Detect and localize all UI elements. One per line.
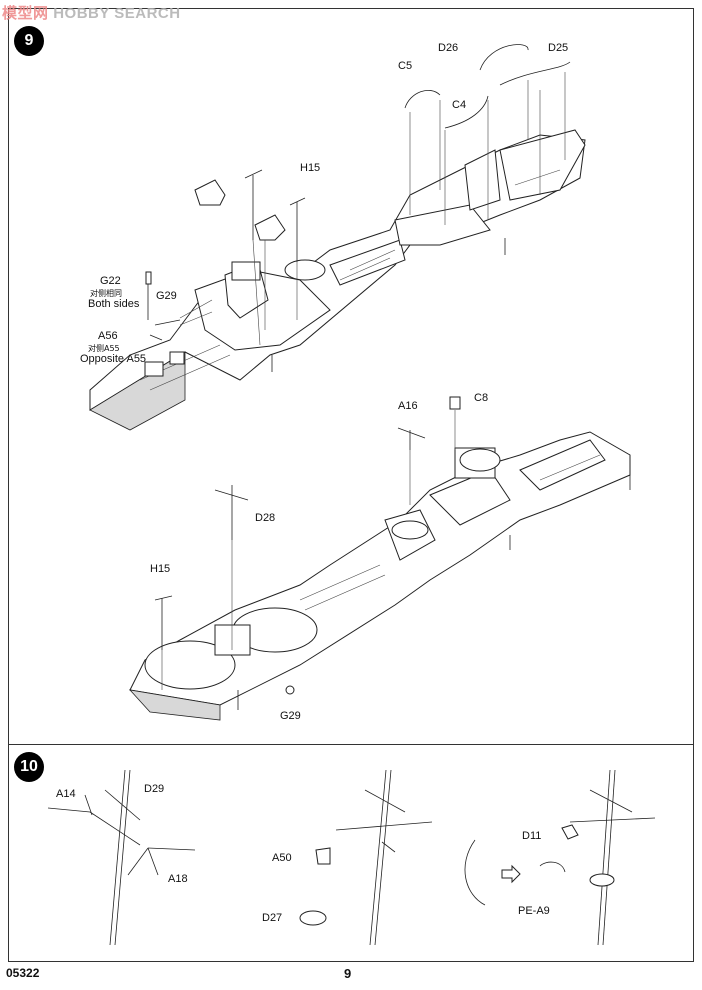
step-badge-10: 10: [14, 752, 44, 782]
label-g22: G22: [100, 275, 121, 287]
watermark-en: HOBBY SEARCH: [53, 5, 181, 22]
mast-right: [464, 769, 656, 946]
label-pe-a9: PE-A9: [518, 905, 550, 917]
page-number: 9: [344, 966, 352, 981]
label-a56: A56: [98, 330, 118, 342]
page-frame: [8, 8, 694, 962]
label-c4: C4: [452, 99, 467, 111]
label-d26: D26: [438, 42, 459, 54]
label-h15-bottom: H15: [150, 563, 171, 575]
label-c5: C5: [398, 60, 413, 72]
label-a18: A18: [168, 873, 188, 885]
lower-fittings: [154, 396, 461, 695]
label-a14: A14: [56, 788, 76, 800]
label-h15-top: H15: [300, 162, 321, 174]
step-divider: [8, 744, 694, 745]
step-badge-9: 9: [14, 26, 44, 56]
label-g22-cn: 对侧相同: [90, 289, 122, 298]
label-a50: A50: [272, 852, 292, 864]
watermark-cn: 模型网: [2, 5, 49, 22]
label-a16: A16: [398, 400, 418, 412]
lower-deck-assembly: [128, 431, 631, 721]
shield-rails: [404, 44, 571, 225]
label-c8: C8: [474, 392, 489, 404]
mast-left: [47, 769, 196, 946]
label-d27: D27: [262, 912, 283, 924]
label-g29-bottom: G29: [280, 710, 301, 722]
watermark: 模型网 HOBBY SEARCH: [2, 2, 181, 24]
label-a56-cn: 对侧A55: [88, 344, 120, 353]
label-d29: D29: [144, 783, 165, 795]
label-d11: D11: [522, 830, 542, 842]
mast-middle: [299, 769, 433, 946]
upper-deck-assembly: [89, 129, 586, 431]
product-code: 05322: [6, 966, 40, 980]
label-g22-note: Both sides: [88, 298, 140, 310]
label-g29-top: G29: [156, 290, 177, 302]
step9-fittings: [145, 169, 306, 346]
label-a56-note: Opposite A55: [80, 353, 147, 365]
label-d25: D25: [548, 42, 569, 54]
label-d28: D28: [255, 512, 276, 524]
